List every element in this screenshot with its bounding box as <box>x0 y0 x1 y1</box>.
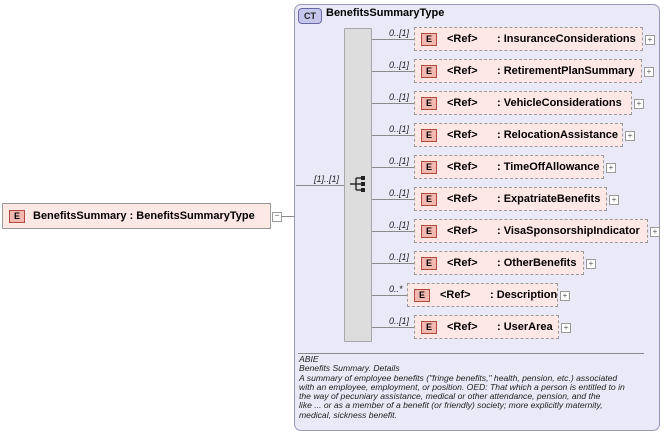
element-cardinality: 0..* <box>389 284 403 294</box>
element-connector-line <box>372 199 414 200</box>
annotation-text: ABIE Benefits Summary. Details A summary… <box>299 354 649 420</box>
element-box[interactable]: E <Ref> : InsuranceConsiderations <box>414 27 643 51</box>
element-badge-icon: E <box>421 33 437 46</box>
element-box[interactable]: E <Ref> : RetirementPlanSummary <box>414 59 642 83</box>
element-cardinality: 0..[1] <box>389 60 410 70</box>
element-cardinality: 0..[1] <box>389 28 410 38</box>
sequence-icon <box>350 176 365 192</box>
element-badge-icon: E <box>421 257 437 270</box>
element-connector-line <box>372 327 414 328</box>
element-ref-label: <Ref> <box>447 257 478 269</box>
complex-type-title: BenefitsSummaryType <box>326 7 445 19</box>
element-connector-line <box>372 263 414 264</box>
element-box[interactable]: E <Ref> : OtherBenefits <box>414 251 584 275</box>
annotation-line: with an employee, employment, or positio… <box>299 381 625 392</box>
element-ref-label: <Ref> <box>440 289 471 301</box>
element-connector-line <box>372 71 414 72</box>
element-ref-label: <Ref> <box>447 65 478 77</box>
element-badge-icon: E <box>421 193 437 206</box>
root-element-benefits-summary[interactable]: E BenefitsSummary : BenefitsSummaryType <box>2 203 271 229</box>
complex-type-badge-icon: CT <box>298 8 322 24</box>
element-box[interactable]: E <Ref> : UserArea <box>414 315 559 339</box>
element-ref-label: <Ref> <box>447 97 478 109</box>
annotation-divider <box>298 353 644 354</box>
element-ref-label: <Ref> <box>447 161 478 173</box>
element-name-label: : UserArea <box>497 321 553 333</box>
element-ref-label: <Ref> <box>447 321 478 333</box>
element-box[interactable]: E <Ref> : TimeOffAllowance <box>414 155 604 179</box>
element-box[interactable]: E <Ref> : RelocationAssistance <box>414 123 623 147</box>
expand-icon[interactable]: + <box>650 227 660 237</box>
sequence-compositor[interactable] <box>344 28 372 342</box>
root-element-label: BenefitsSummary : BenefitsSummaryType <box>33 210 255 222</box>
annotation-line: Benefits Summary. Details <box>299 363 400 374</box>
expand-icon[interactable]: + <box>609 195 619 205</box>
element-name-label: : OtherBenefits <box>497 257 577 269</box>
annotation-line: the way of pecuniary assistance, medical… <box>299 391 601 402</box>
element-connector-line <box>372 103 414 104</box>
expand-icon[interactable]: + <box>606 163 616 173</box>
element-box[interactable]: E <Ref> : VisaSponsorshipIndicator <box>414 219 648 243</box>
element-ref-label: <Ref> <box>447 129 478 141</box>
element-ref-label: <Ref> <box>447 33 478 45</box>
element-box[interactable]: E <Ref> : ExpatriateBenefits <box>414 187 607 211</box>
element-connector-line <box>372 295 407 296</box>
element-ref-label: <Ref> <box>447 225 478 237</box>
annotation-line: ABIE <box>299 354 319 364</box>
element-cardinality: 0..[1] <box>389 124 410 134</box>
element-badge-icon: E <box>414 289 430 302</box>
element-cardinality: 0..[1] <box>389 92 410 102</box>
expand-icon[interactable]: + <box>586 259 596 269</box>
element-name-label: : Description <box>490 289 558 301</box>
expand-icon[interactable]: + <box>561 323 571 333</box>
expand-icon[interactable]: + <box>645 35 655 45</box>
element-name-label: : RetirementPlanSummary <box>497 65 635 77</box>
element-badge-icon: E <box>9 210 25 223</box>
element-box[interactable]: E <Ref> : Description <box>407 283 558 307</box>
element-badge-icon: E <box>421 65 437 78</box>
root-cardinality: [1]..[1] <box>314 174 340 184</box>
expand-icon[interactable]: + <box>644 67 654 77</box>
element-badge-icon: E <box>421 97 437 110</box>
expand-icon[interactable]: + <box>560 291 570 301</box>
element-name-label: : VehicleConsiderations <box>497 97 622 109</box>
element-connector-line <box>372 167 414 168</box>
annotation-line: medical, sickness benefit. <box>299 409 397 420</box>
element-box[interactable]: E <Ref> : VehicleConsiderations <box>414 91 632 115</box>
element-cardinality: 0..[1] <box>389 156 410 166</box>
collapse-icon[interactable]: − <box>272 212 282 222</box>
element-badge-icon: E <box>421 225 437 238</box>
element-name-label: : VisaSponsorshipIndicator <box>497 225 640 237</box>
element-ref-label: <Ref> <box>447 193 478 205</box>
element-connector-line <box>372 39 414 40</box>
expand-icon[interactable]: + <box>625 131 635 141</box>
root-connector-line <box>281 216 296 217</box>
element-name-label: : RelocationAssistance <box>497 129 619 141</box>
element-connector-line <box>372 135 414 136</box>
element-cardinality: 0..[1] <box>389 316 410 326</box>
annotation-line: like ... or as a member of a benefit (or… <box>299 400 603 411</box>
expand-icon[interactable]: + <box>634 99 644 109</box>
element-badge-icon: E <box>421 129 437 142</box>
element-connector-line <box>372 231 414 232</box>
annotation-line: A summary of employee benefits ("fringe … <box>299 372 618 383</box>
element-name-label: : InsuranceConsiderations <box>497 33 636 45</box>
sequence-connector-line <box>296 185 344 186</box>
element-badge-icon: E <box>421 161 437 174</box>
element-cardinality: 0..[1] <box>389 252 410 262</box>
element-badge-icon: E <box>421 321 437 334</box>
element-cardinality: 0..[1] <box>389 188 410 198</box>
element-cardinality: 0..[1] <box>389 220 410 230</box>
element-name-label: : TimeOffAllowance <box>497 161 600 173</box>
element-name-label: : ExpatriateBenefits <box>497 193 601 205</box>
